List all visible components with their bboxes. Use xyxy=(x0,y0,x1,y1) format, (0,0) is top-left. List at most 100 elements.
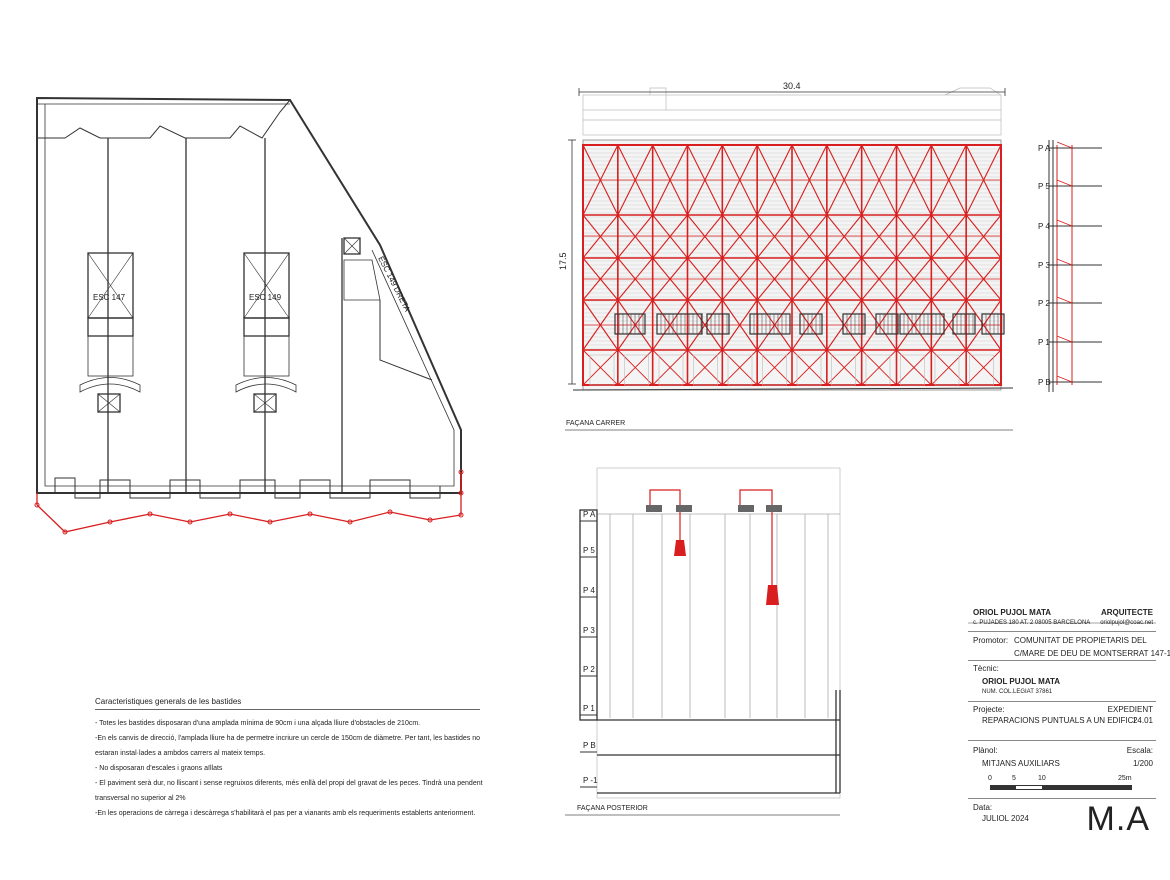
scaffold-brace xyxy=(791,257,828,301)
section-level-label: P A xyxy=(1038,144,1051,153)
rear-facade-title: FAÇANA POSTERIOR xyxy=(577,805,648,812)
scaffold-node xyxy=(347,519,353,525)
scaffold-brace xyxy=(826,144,863,216)
scaffold-node xyxy=(458,512,464,518)
shop-front xyxy=(624,354,649,386)
scaffold-brace xyxy=(617,144,654,216)
shop-front xyxy=(762,354,787,386)
expedient-label: EXPEDIENT xyxy=(1107,705,1153,714)
balcony xyxy=(614,313,646,335)
balcony xyxy=(706,313,730,335)
section-level-label: P 4 xyxy=(1038,222,1050,231)
tecnic-number: NUM. COL.LEGIAT 37861 xyxy=(982,689,1053,695)
scale-tick-25: 25m xyxy=(1118,775,1132,782)
planol-label: Plànol: xyxy=(973,746,998,755)
plan-scaffold xyxy=(36,472,462,533)
notes-line: - Totes les bastides disposaran d'una am… xyxy=(95,720,421,727)
notes-line: - No disposaran d'escales i graons aïlla… xyxy=(95,765,223,772)
scaffold-brace xyxy=(756,299,793,351)
scaffold-brace xyxy=(652,144,688,216)
scaffold-node xyxy=(387,509,393,515)
tecnic-name: ORIOL PUJOL MATA xyxy=(982,677,1061,686)
scaffold-brace xyxy=(687,299,723,351)
scaffold-node xyxy=(458,469,464,475)
scaffold-brace xyxy=(896,214,932,259)
scaffold-brace xyxy=(965,214,1002,259)
data-value: JULIOL 2024 xyxy=(982,814,1029,823)
street-facade-title: FAÇANA CARRER xyxy=(566,420,625,427)
notes-title: Caracteristiques generals de les bastide… xyxy=(95,697,480,710)
scaffold-brace xyxy=(930,144,967,216)
street-height-dimension: 17.5 xyxy=(558,252,568,270)
scaffold-brace xyxy=(861,257,897,301)
architect-role: ARQUITECTE xyxy=(1101,608,1153,617)
scaffold-brace xyxy=(896,144,932,216)
stair-147-label: ESC 147 xyxy=(93,293,126,302)
stair-149-right-label: ESC 149 DRETA xyxy=(376,255,412,314)
balcony xyxy=(875,313,899,335)
facade-street xyxy=(572,87,1014,391)
architect-email: oriolpujol@coac.net xyxy=(1100,620,1153,626)
balcony xyxy=(981,313,1005,335)
scaffold-node xyxy=(427,517,433,523)
scaffold-brace xyxy=(582,144,619,216)
notes-line: - El paviment serà dur, no lliscant i se… xyxy=(95,780,483,787)
scaffold-brace xyxy=(896,299,932,351)
scale-bar xyxy=(990,785,1132,790)
escala-value: 1/200 xyxy=(1132,759,1153,768)
scaffold-brace xyxy=(826,214,863,259)
scaffold-brace xyxy=(687,144,723,216)
scaffold-brace xyxy=(687,214,723,259)
balcony xyxy=(799,313,823,335)
data-label: Data: xyxy=(973,803,993,812)
scaffold-brace xyxy=(652,214,688,259)
scaffold-brace xyxy=(965,299,1002,351)
shop-front xyxy=(693,354,718,386)
section-level-label: P B xyxy=(1038,378,1051,387)
scaffold-brace xyxy=(791,299,828,351)
scaffold-brace xyxy=(861,214,897,259)
balcony xyxy=(656,313,703,335)
rear-level-label: P 5 xyxy=(583,546,595,555)
scaffold-node xyxy=(34,502,40,508)
scaffold-node xyxy=(307,511,313,517)
shop-front xyxy=(934,354,960,386)
scaffold-brace xyxy=(617,214,654,259)
scaffold-brace xyxy=(582,299,619,351)
scaffold-brace xyxy=(826,257,863,301)
section-level-label: P 3 xyxy=(1038,261,1050,270)
scaffold-brace xyxy=(965,144,1002,216)
promotor-label: Promotor: xyxy=(973,636,1009,645)
scaffold-brace xyxy=(687,257,723,301)
facade-rear: P AP 5P 4P 3P 2P 1P BP -1 xyxy=(579,467,841,799)
scaffold-brace xyxy=(721,144,758,216)
notes-line: estaran instal·lades a ambdos carrers al… xyxy=(95,750,266,757)
scaffold-node xyxy=(147,511,153,517)
scaffold-outline xyxy=(582,144,1002,386)
projecte-label: Projecte: xyxy=(973,705,1005,714)
scaffold-brace xyxy=(791,144,828,216)
rear-level-label: P 3 xyxy=(583,626,595,635)
street-section: P AP 5P 4P 3P 2P 1P B xyxy=(1038,140,1102,392)
section-level-label: P 2 xyxy=(1038,299,1050,308)
tecnic-label: Tècnic: xyxy=(973,664,999,673)
plan-scaffold-nodes xyxy=(34,469,464,535)
scaffold-node xyxy=(62,529,68,535)
scaffold-brace xyxy=(582,257,619,301)
balcony xyxy=(899,313,945,335)
shop-front xyxy=(727,354,753,386)
architect-address: c. PUJADES 180 AT. 2 08005 BARCELONA xyxy=(973,620,1091,626)
scaffold-brace xyxy=(721,214,758,259)
rear-level-label: P A xyxy=(583,510,596,519)
shop-front xyxy=(796,354,822,386)
scaffold-brace xyxy=(861,299,897,351)
scaffold-node xyxy=(458,490,464,496)
section-level-label: P 1 xyxy=(1038,338,1050,347)
architect-name: ORIOL PUJOL MATA xyxy=(973,608,1052,617)
rear-level-label: P 4 xyxy=(583,586,595,595)
scaffold-brace xyxy=(756,144,793,216)
rear-level-label: P 1 xyxy=(583,704,595,713)
balcony xyxy=(952,313,976,335)
scale-tick-0: 0 xyxy=(988,775,992,782)
